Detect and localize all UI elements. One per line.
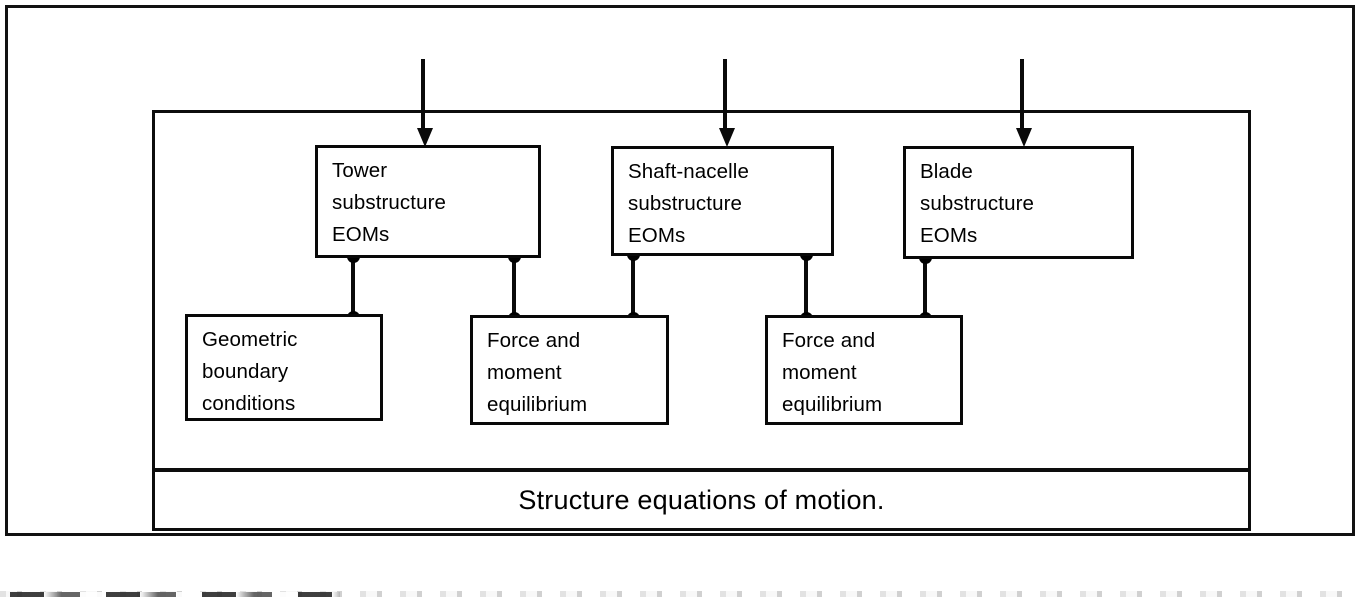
node-geometric-boundary-conditions[interactable]: Geometric boundary conditions [185,314,383,421]
connector-tower-force-left [512,255,516,318]
input-arrow-shaft-head [718,128,735,147]
caption-divider [152,468,1251,472]
node-force-and-moment-equilibrium-right[interactable]: Force and moment equilibrium [765,315,963,425]
inner-frame [152,110,1251,531]
outer-frame [5,5,1355,536]
scan-artifact-strip [0,591,1359,597]
node-shaft-nacelle-substructure-eoms[interactable]: Shaft-nacelle substructure EOMs [611,146,834,256]
connector-shaft-force-right [804,253,808,318]
node-blade-substructure-eoms[interactable]: Blade substructure EOMs [903,146,1134,259]
scan-artifact-strip-dark [10,592,340,597]
connector-tower-geometric [351,255,355,317]
node-force-and-moment-equilibrium-left[interactable]: Force and moment equilibrium [470,315,669,425]
input-arrow-blade-shaft [1020,59,1024,131]
input-arrow-tower-shaft [421,59,425,131]
input-arrow-blade-head [1015,128,1032,147]
input-arrow-shaft-shaft [723,59,727,131]
figure-caption: Structure equations of motion. [518,484,885,515]
node-tower-substructure-eoms[interactable]: Tower substructure EOMs [315,145,541,258]
connector-blade-force-right [923,256,927,318]
connector-shaft-force-left [631,253,635,318]
input-arrow-tower-head [416,128,433,147]
